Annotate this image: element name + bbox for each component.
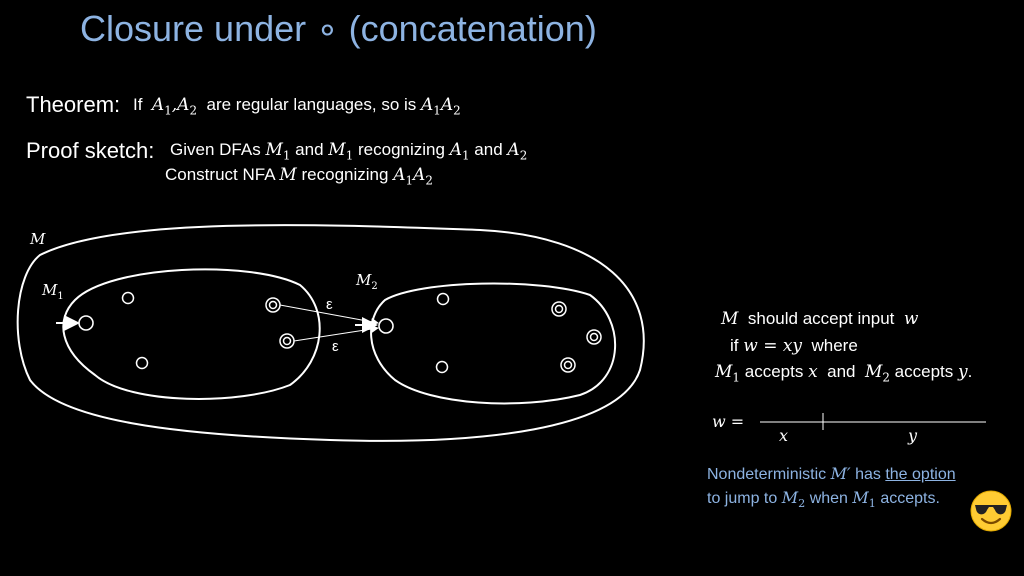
theorem-comma: , bbox=[171, 95, 178, 115]
m2-region bbox=[370, 282, 617, 405]
proof-m2: M1 bbox=[328, 140, 354, 163]
m2-accept-state bbox=[551, 301, 567, 317]
y-segment-label: y bbox=[908, 426, 918, 445]
w-equals-label: w = bbox=[712, 412, 745, 431]
smiling-face-with-sunglasses-icon bbox=[970, 490, 1012, 532]
epsilon-label: ε bbox=[326, 296, 333, 313]
proof-m: M bbox=[279, 165, 297, 185]
m2-accept-state bbox=[586, 329, 602, 345]
theorem-a1: A1 bbox=[151, 95, 172, 118]
epsilon-label: ε bbox=[332, 338, 339, 355]
m1-start-state bbox=[78, 315, 94, 331]
m2-state bbox=[436, 292, 450, 306]
m2-accept-state bbox=[560, 357, 576, 373]
the-option-link: the option bbox=[885, 466, 956, 483]
m2-start-state bbox=[378, 318, 394, 334]
accept-line-1: M should accept input w bbox=[721, 309, 919, 329]
proof-m1: M1 bbox=[265, 140, 291, 163]
outer-m-label: M bbox=[29, 230, 46, 248]
proof-line-2: Construct NFA M recognizing A1A2 bbox=[165, 165, 433, 188]
note-line-2: to jump to M2 when M1 accepts. bbox=[707, 488, 940, 511]
m1-label: M1 bbox=[41, 281, 64, 302]
m1-accept-state bbox=[279, 333, 295, 349]
m1-state bbox=[135, 356, 149, 370]
proof-label: Proof sketch: bbox=[26, 138, 155, 163]
m1-state bbox=[121, 291, 135, 305]
theorem-mid: are regular languages, so is bbox=[206, 95, 417, 114]
theorem-a2: A2 bbox=[177, 95, 198, 118]
theorem-text: If A1,A2 are regular languages, so is A1… bbox=[133, 95, 461, 117]
slide-title: Closure under ∘ (concatenation) bbox=[80, 8, 597, 49]
proof-a1: A1 bbox=[449, 140, 470, 163]
proof-a2: A2 bbox=[507, 140, 528, 163]
outer-nfa-boundary bbox=[16, 224, 645, 442]
proof-line-1: Given DFAs M1 and M1 recognizing A1 and … bbox=[170, 140, 528, 163]
accept-line-2: if w = xy where bbox=[730, 336, 858, 356]
m1-accept-state bbox=[265, 297, 281, 313]
x-segment-label: x bbox=[779, 426, 789, 445]
theorem-result: A1A2 bbox=[421, 95, 461, 118]
theorem-label: Theorem: bbox=[26, 92, 121, 117]
proof-result: A1A2 bbox=[393, 165, 433, 188]
theorem-if: If bbox=[133, 95, 143, 114]
m2-label: M2 bbox=[355, 271, 378, 292]
accept-line-3: M1 accepts x and M2 accepts y. bbox=[715, 362, 973, 385]
note-line-1: Nondeterministic M′ has the option bbox=[707, 464, 956, 483]
m2-state bbox=[435, 360, 449, 374]
epsilon-transition bbox=[279, 304, 379, 326]
m1-region bbox=[62, 268, 321, 400]
